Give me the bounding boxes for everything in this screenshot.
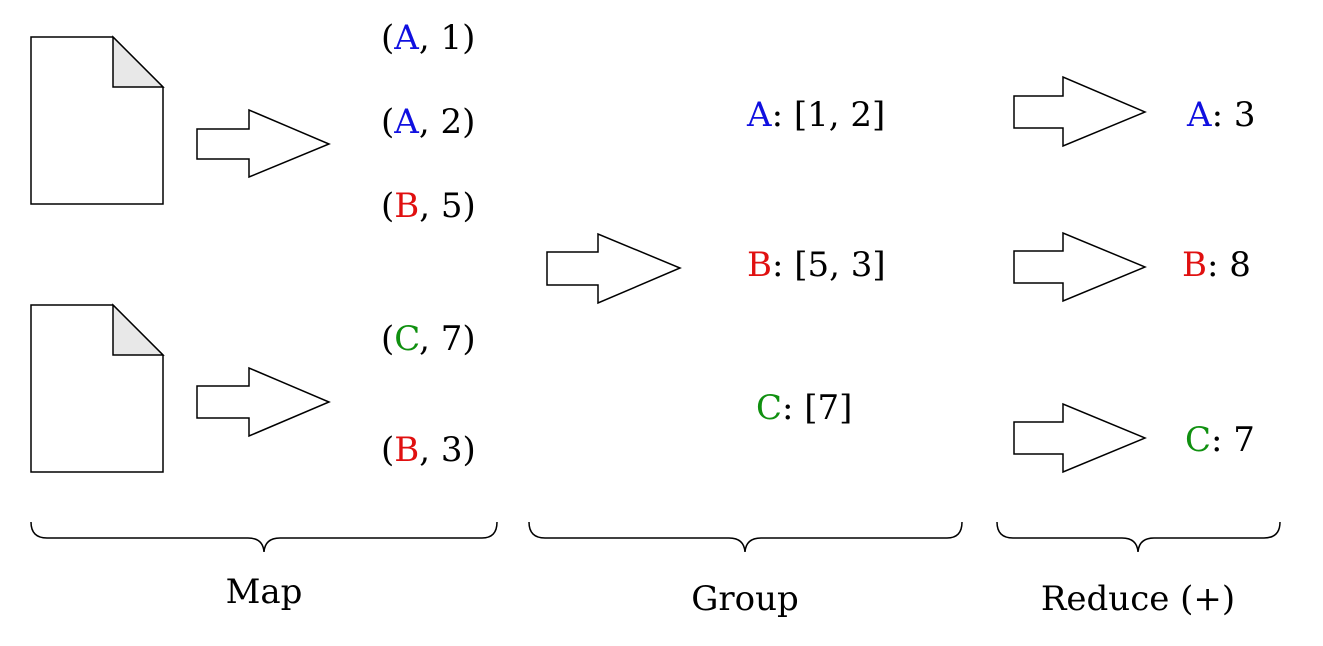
reduce-value: : 8 <box>1207 245 1251 285</box>
map-pair: (A, 2) <box>381 102 476 142</box>
group-key: A <box>747 95 772 135</box>
brace-icon <box>996 521 1281 553</box>
stage-label-reduce: Reduce (+) <box>1040 579 1236 619</box>
map-pair: (C, 7) <box>381 319 476 359</box>
group-entry: B: [5, 3] <box>747 245 886 285</box>
reduce-result: A: 3 <box>1187 95 1255 135</box>
reduce-value: : 7 <box>1211 420 1255 460</box>
reduce-key: C <box>1185 420 1212 460</box>
group-values: : [5, 3] <box>772 245 886 285</box>
arrow-icon <box>546 232 682 305</box>
document-icon <box>30 35 165 205</box>
pair-key: A <box>394 18 419 58</box>
pair-value: 3 <box>440 430 463 470</box>
group-entry: A: [1, 2] <box>747 95 885 135</box>
map-pair: (B, 3) <box>381 430 476 470</box>
pair-value: 5 <box>440 186 463 226</box>
reduce-key: A <box>1187 95 1212 135</box>
stage-label-group: Group <box>691 579 799 619</box>
brace-icon <box>30 521 498 553</box>
brace-icon <box>528 521 963 553</box>
map-pair: (A, 1) <box>381 18 476 58</box>
arrow-icon <box>1013 75 1147 148</box>
reduce-result: B: 8 <box>1182 245 1251 285</box>
pair-value: 7 <box>440 319 463 359</box>
map-pair: (B, 5) <box>381 186 476 226</box>
arrow-icon <box>1013 402 1147 474</box>
pair-value: 2 <box>440 102 463 142</box>
pair-key: B <box>394 430 420 470</box>
pair-key: B <box>394 186 420 226</box>
group-key: B <box>747 245 772 285</box>
stage-label-map: Map <box>225 572 303 612</box>
arrow-icon <box>196 108 331 179</box>
reduce-value: : 3 <box>1211 95 1256 135</box>
group-key: C <box>756 388 783 428</box>
group-entry: C: [7] <box>756 388 852 428</box>
group-values: : [1, 2] <box>771 95 886 135</box>
document-icon <box>30 303 165 473</box>
arrow-icon <box>196 366 331 438</box>
pair-value: 1 <box>440 18 463 58</box>
reduce-key: B <box>1182 245 1207 285</box>
group-values: : [7] <box>782 388 853 428</box>
arrow-icon <box>1013 231 1147 303</box>
pair-key: A <box>394 102 419 142</box>
reduce-result: C: 7 <box>1185 420 1255 460</box>
pair-key: C <box>394 319 420 359</box>
